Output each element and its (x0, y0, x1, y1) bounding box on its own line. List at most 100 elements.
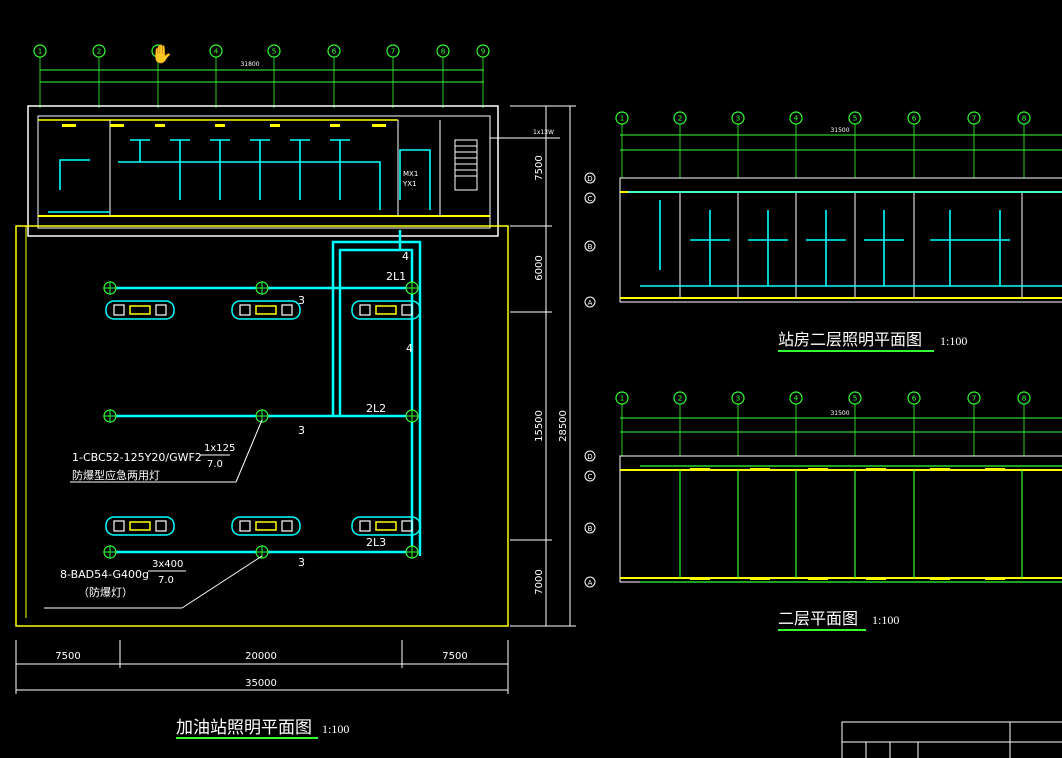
callout-b-frac-top: 3x400 (152, 559, 183, 570)
rb-axis-label: 6 (912, 394, 917, 403)
rb-total: 31500 (830, 410, 849, 417)
pump-island-5 (231, 516, 301, 536)
hand-icon[interactable]: ✋ (151, 43, 173, 65)
left-axis-label: 2 (97, 47, 102, 56)
rb-axis-label: 4 (794, 394, 799, 403)
rb-title: 二层平面图 (778, 611, 858, 628)
callout-a-desc: 防爆型应急两用灯 (72, 468, 160, 482)
canopy-outline (15, 225, 509, 627)
lamp-symbol-9 (405, 545, 419, 559)
rt-row-text: C (588, 195, 593, 203)
rt-axis-bubble-4: 4 (789, 111, 803, 178)
left-axis-label: 4 (214, 47, 219, 56)
rb-row-A: A (584, 576, 596, 588)
rt-axis-bubble-7: 7 (967, 111, 981, 178)
rt-axis-bubble-2: 2 (673, 111, 687, 178)
wire-count-1: 4 (402, 250, 409, 263)
rb-row-C: C (584, 470, 596, 482)
rt-axis-bubble-8: 8 (1017, 111, 1031, 178)
callout-a-code: 1-CBC52-125Y20/GWF2 (72, 451, 202, 464)
rt-row-D: D (584, 172, 596, 184)
lamp-symbol-5 (255, 409, 269, 423)
pump-island-6 (351, 516, 421, 536)
feeder-label: 1x13W (533, 129, 554, 136)
rt-scale: 1:100 (940, 334, 967, 348)
callout-b-code: 8-BAD54-G400g (60, 568, 149, 581)
circuit-2l2: 2L2 (366, 402, 386, 415)
left-axis-label: 5 (272, 47, 277, 56)
right-dim-1: 7500 (534, 155, 545, 180)
left-axis-label: 3 (156, 47, 161, 56)
rb-row-B: B (584, 522, 596, 534)
rb-axis-label: 7 (972, 394, 977, 403)
stair (454, 139, 478, 191)
left-axis-bubble-2: 2 (92, 44, 106, 108)
left-plan-title: 加油站照明平面图 (176, 718, 312, 737)
bottom-dim-1: 7500 (55, 651, 80, 662)
right-dim-4: 7000 (534, 569, 545, 594)
lamp-symbol-1 (103, 281, 117, 295)
rt-floor-outline (619, 177, 1062, 303)
left-axis-label: 7 (391, 47, 396, 56)
bottom-dim-3: 7500 (442, 651, 467, 662)
station-inner-wall (37, 115, 491, 229)
pump-island-2 (231, 300, 301, 320)
rt-axis-bubble-5: 5 (848, 111, 862, 178)
rb-axis-bubble-3: 3 (731, 391, 745, 456)
left-axis-bubble-8: 8 (436, 44, 450, 108)
wire-count-5: 3 (298, 556, 305, 569)
lamp-symbol-7 (103, 545, 117, 559)
canopy-wiring (110, 230, 422, 556)
right-dimensions (510, 105, 576, 627)
rt-row-B: B (584, 240, 596, 252)
rb-axis-bubble-5: 5 (848, 391, 862, 456)
rt-row-text: B (588, 243, 593, 251)
rb-axis-bubble-8: 8 (1017, 391, 1031, 456)
wire-count-3: 3 (298, 294, 305, 307)
rt-axis-bubble-1: 1 (615, 111, 629, 178)
rb-row-text: A (588, 579, 593, 587)
panel-yx1: YX1 (402, 180, 417, 188)
rb-axis-bubble-1: 1 (615, 391, 629, 456)
rb-row-text: B (588, 525, 593, 533)
title-block (841, 721, 1062, 758)
left-axis-label: 6 (332, 47, 337, 56)
top-dim-total: 31800 (240, 61, 259, 68)
rt-axis-bubble-3: 3 (731, 111, 745, 178)
rb-scale: 1:100 (872, 613, 899, 627)
rt-wiring (628, 191, 1062, 287)
bottom-total: 35000 (245, 678, 277, 689)
lamp-symbol-6 (405, 409, 419, 423)
rt-partitions (679, 192, 1023, 298)
left-axis-bubble-6: 6 (327, 44, 341, 108)
rb-windows (690, 468, 1005, 580)
callout-b-frac-bot: 7.0 (158, 575, 174, 586)
left-axis-label: 1 (38, 47, 43, 56)
rb-axis-label: 1 (620, 394, 625, 403)
callout-a-frac-bot: 7.0 (207, 459, 223, 470)
right-dim-2: 6000 (534, 255, 545, 280)
rt-total: 31500 (830, 127, 849, 134)
bottom-dimensions (15, 640, 509, 694)
rb-axis-label: 8 (1022, 394, 1027, 403)
rb-axis-bubble-7: 7 (967, 391, 981, 456)
rb-axis-label: 5 (853, 394, 858, 403)
lamp-symbol-2 (255, 281, 269, 295)
left-axis-bubble-1: 1 (33, 44, 47, 108)
right-total: 28500 (558, 410, 569, 442)
explosion-proof-fixtures (103, 281, 421, 559)
rt-row-text: D (587, 175, 592, 183)
building-wiring (48, 139, 431, 213)
rb-axis-label: 2 (678, 394, 683, 403)
left-axis-bubble-9: 9 (476, 44, 490, 108)
pump-island-4 (105, 516, 175, 536)
rt-axis-label: 6 (912, 114, 917, 123)
rt-axis-label: 3 (736, 114, 741, 123)
rt-axis-label: 2 (678, 114, 683, 123)
lamp-symbol-8 (255, 545, 269, 559)
